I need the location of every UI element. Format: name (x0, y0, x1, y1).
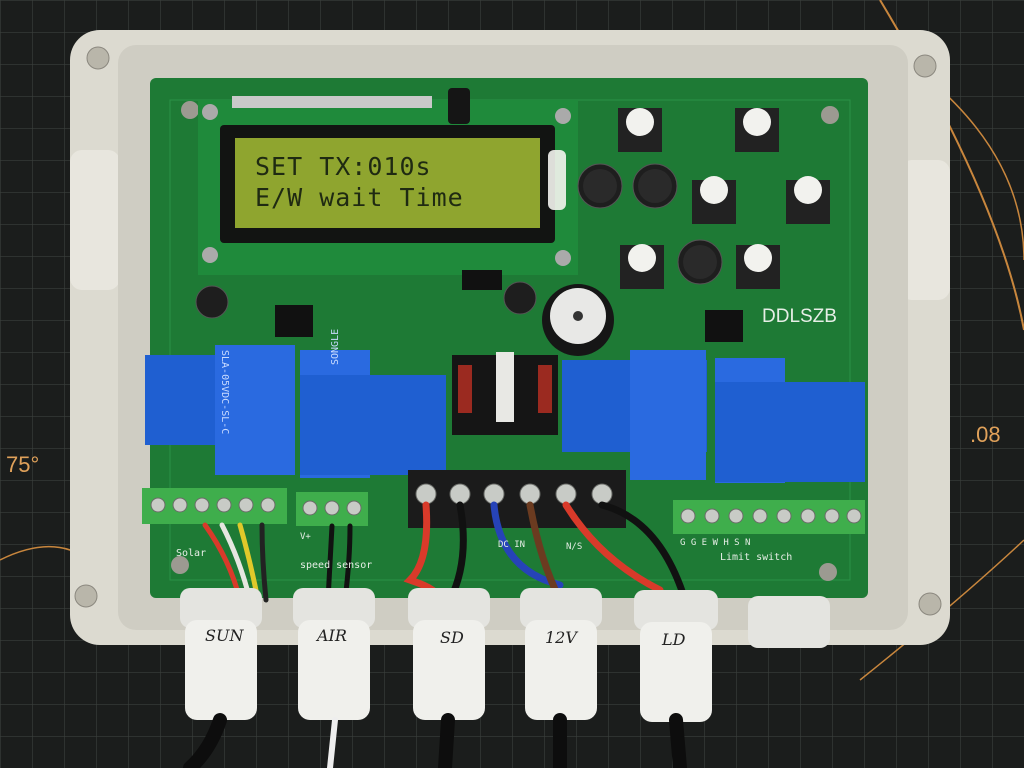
lcd-hole (555, 108, 571, 124)
capacitors (195, 163, 723, 319)
relay-brand-label: SONGLE (330, 328, 341, 365)
vplus-label: V+ (300, 532, 311, 542)
gland-label-2: AIR (317, 626, 347, 645)
relay (715, 358, 865, 483)
terminal-screws (150, 483, 862, 524)
mat-arc (929, 79, 1024, 261)
gland-label-4: 12V (545, 628, 577, 647)
lcd-line-1: SET TX:010s (255, 152, 432, 181)
relay-model-label: SLA-05VDC-SL-C (219, 350, 230, 435)
relay (562, 350, 707, 480)
screw (913, 54, 937, 78)
pcb-hole (181, 101, 199, 119)
cable-glands (180, 588, 830, 722)
fuse (538, 365, 552, 413)
terminal-block-power (408, 470, 626, 528)
dc-in-label: DC IN (498, 540, 526, 550)
pcb-hole (171, 556, 189, 574)
screw (918, 592, 942, 616)
lcd-screen (235, 138, 540, 228)
gland-label-5: LD (662, 630, 686, 649)
mat-angle-mark: 75° (6, 452, 40, 477)
relay (145, 345, 295, 475)
lcd-hole (555, 250, 571, 266)
voltage-regulator (275, 305, 313, 337)
board-brand: DDLSZB (762, 306, 837, 327)
external-cables (183, 713, 687, 768)
lcd-line-2: E/W wait Time (255, 183, 464, 212)
gland-label-3: SD (440, 628, 464, 647)
mat-scale-mark: .08 (970, 422, 1001, 447)
screw (86, 46, 110, 70)
pcb-hole (819, 563, 837, 581)
solar-label: Solar (176, 548, 207, 559)
lcd-header-pins (232, 96, 432, 108)
fuse-clip (496, 352, 514, 422)
speed-sensor-label: speed sensor (300, 560, 373, 571)
pcb-hole (821, 106, 839, 124)
enclosure-ear (900, 160, 950, 300)
terminal-pin-labels: G G E W H S N (680, 538, 751, 548)
lcd-hole (202, 104, 218, 120)
gland-label-1: SUN (205, 626, 244, 645)
buzzer-hole (573, 311, 583, 321)
ic-chip (462, 270, 502, 290)
ns-label: N/S (566, 542, 583, 552)
screw (74, 584, 98, 608)
limit-switch-label: Limit switch (720, 552, 793, 563)
push-buttons (618, 108, 830, 289)
transistor (448, 88, 470, 124)
enclosure-ear (70, 150, 120, 290)
lcd-hole (202, 247, 218, 263)
mat-arc (859, 539, 1024, 681)
relay (300, 350, 446, 478)
voltage-regulator (705, 310, 743, 342)
fuse (458, 365, 472, 413)
lcd-glare (548, 150, 566, 210)
